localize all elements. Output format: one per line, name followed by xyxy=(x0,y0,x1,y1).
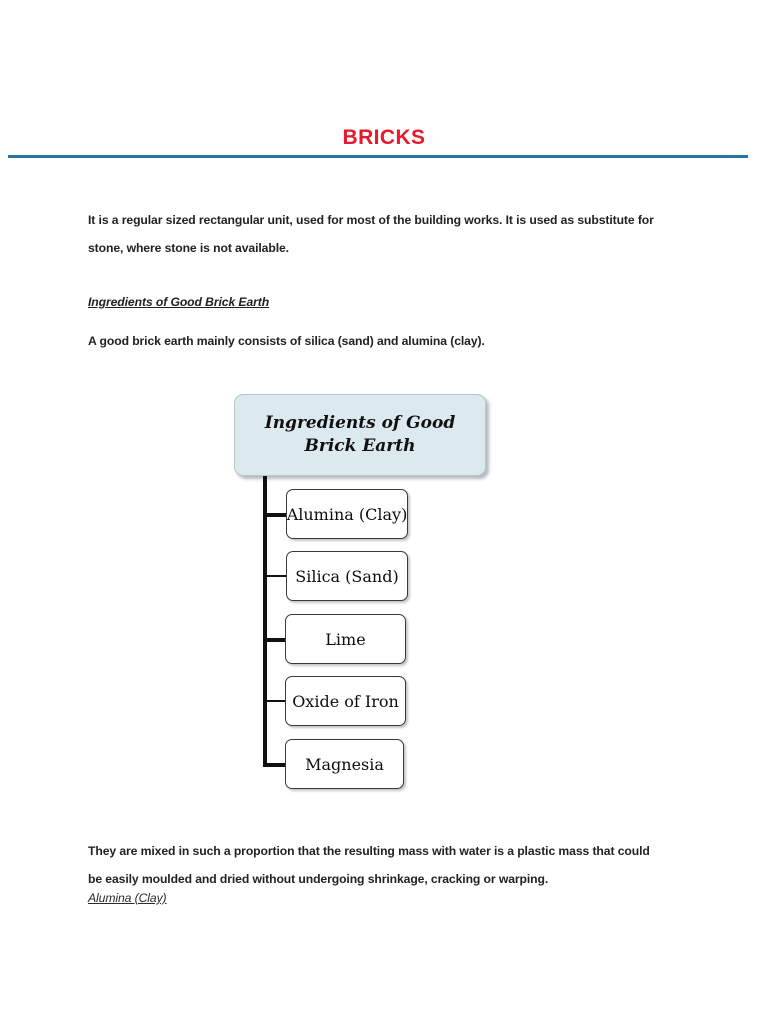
tree-connector-lime xyxy=(263,638,287,642)
tree-trunk-line xyxy=(263,476,267,766)
tree-connector-magnesia xyxy=(263,763,287,767)
consists-paragraph: A good brick earth mainly consists of si… xyxy=(88,334,485,348)
tree-node-oxide-of-iron: Oxide of Iron xyxy=(285,676,406,726)
alumina-clay-heading: Alumina (Clay) xyxy=(88,891,167,905)
title-divider xyxy=(8,155,748,158)
tree-node-lime: Lime xyxy=(285,614,406,664)
tree-root-node: Ingredients of Good Brick Earth xyxy=(234,394,486,476)
ingredients-heading: Ingredients of Good Brick Earth xyxy=(88,295,270,309)
tree-node-silica-label: Silica (Sand) xyxy=(295,566,399,586)
tree-connector-silica xyxy=(263,575,287,577)
tree-connector-oxide xyxy=(263,700,287,702)
tree-node-magnesia-label: Magnesia xyxy=(305,754,384,774)
tree-node-magnesia: Magnesia xyxy=(285,739,404,789)
mixed-proportion-paragraph: They are mixed in such a proportion that… xyxy=(88,844,650,886)
tree-node-silica: Silica (Sand) xyxy=(286,551,408,601)
tree-node-lime-label: Lime xyxy=(325,629,366,649)
tree-node-alumina: Alumina (Clay) xyxy=(286,489,408,539)
tree-node-alumina-label: Alumina (Clay) xyxy=(286,504,408,524)
tree-node-oxide-of-iron-label: Oxide of Iron xyxy=(292,691,399,711)
tree-connector-alumina xyxy=(263,513,287,517)
page-title: BRICKS xyxy=(342,126,426,149)
tree-root-label: Ingredients of Good Brick Earth xyxy=(264,413,456,456)
intro-paragraph: It is a regular sized rectangular unit, … xyxy=(88,213,654,255)
